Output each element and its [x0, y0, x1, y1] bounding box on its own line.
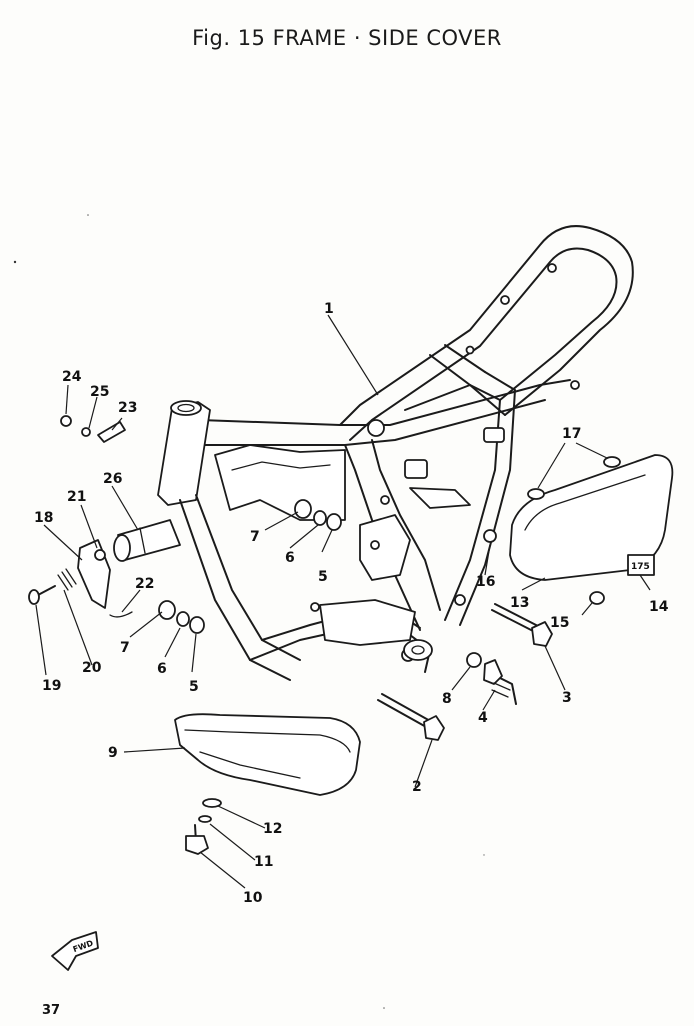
callout-2: 2 — [412, 779, 422, 795]
callout-26: 26 — [103, 471, 122, 487]
figure-title: Fig. 15 FRAME · SIDE COVER — [192, 26, 502, 50]
engine-mount-hardware — [158, 499, 342, 634]
callout-3: 3 — [562, 690, 572, 706]
callout-24: 24 — [62, 369, 82, 385]
callout-22: 22 — [135, 576, 154, 592]
callout-11: 11 — [254, 854, 273, 870]
callout-labels: 1 2 3 4 5 5 6 6 7 7 8 9 10 11 12 13 14 1… — [34, 301, 669, 906]
leader-lines — [35, 314, 651, 889]
callout-6a: 6 — [285, 550, 295, 566]
callout-7a: 7 — [250, 529, 260, 545]
callout-25: 25 — [90, 384, 109, 400]
callout-7b: 7 — [120, 640, 130, 656]
callout-4: 4 — [478, 710, 488, 726]
side-cover-badge-text: 175 — [631, 562, 650, 572]
callout-17: 17 — [562, 426, 581, 442]
callout-21: 21 — [67, 489, 86, 505]
page-number: 37 — [42, 1003, 61, 1018]
callout-5a: 5 — [318, 569, 328, 585]
callout-5b: 5 — [189, 679, 199, 695]
callout-19: 19 — [42, 678, 61, 694]
callout-14: 14 — [649, 599, 669, 615]
skid-plate — [174, 713, 361, 855]
callout-15: 15 — [550, 615, 569, 631]
scan-specks — [13, 214, 485, 1009]
callout-10: 10 — [243, 890, 263, 906]
callout-8: 8 — [442, 691, 452, 707]
callout-1: 1 — [324, 301, 334, 317]
forward-arrow-icon: FWD — [51, 931, 99, 971]
callout-20: 20 — [82, 660, 102, 676]
mounting-bolts — [377, 603, 553, 741]
main-frame — [157, 225, 634, 681]
callout-13: 13 — [510, 595, 529, 611]
side-cover-badge — [627, 554, 655, 576]
callout-18: 18 — [34, 510, 53, 526]
callout-9: 9 — [108, 745, 118, 761]
callout-16: 16 — [476, 574, 495, 590]
callout-23: 23 — [118, 400, 137, 416]
front-bracket-parts — [28, 415, 181, 618]
callout-12: 12 — [263, 821, 282, 837]
side-cover: 175 — [483, 454, 674, 605]
callout-6b: 6 — [157, 661, 167, 677]
